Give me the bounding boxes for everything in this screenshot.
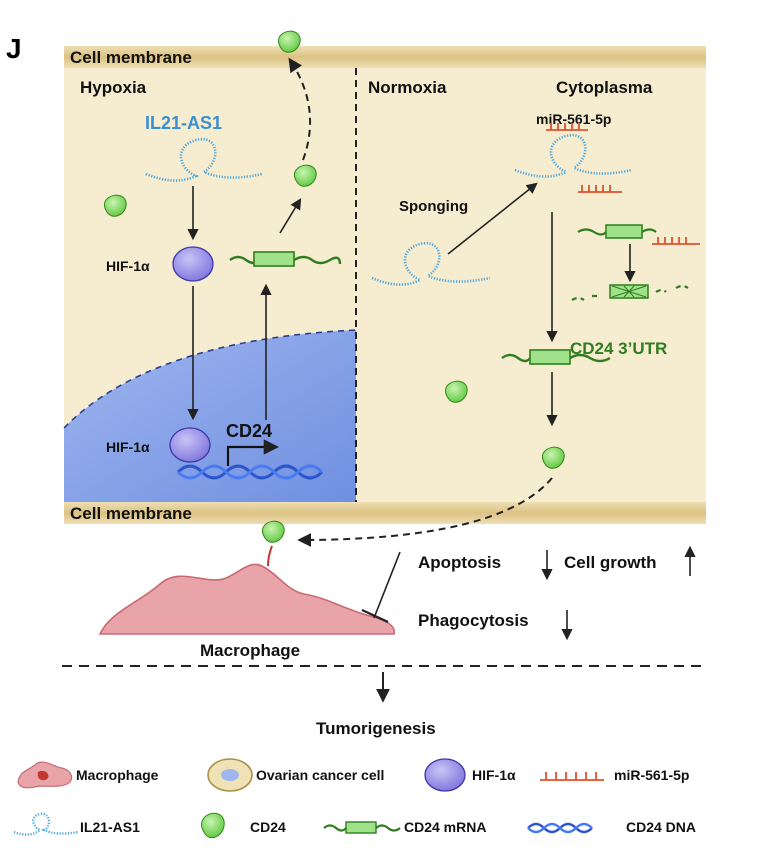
cell-growth-label: Cell growth	[564, 553, 657, 572]
legend-label: Ovarian cancer cell	[256, 767, 384, 783]
arrow-cd24-to-surface	[288, 57, 312, 161]
tumorigenesis-label: Tumorigenesis	[316, 719, 436, 738]
macrophage-icon-nucleus	[37, 770, 49, 781]
membrane-bottom-label: Cell membrane	[70, 504, 192, 523]
cd24-dna-icon	[527, 822, 593, 834]
cd24-mrna-normoxia	[501, 349, 611, 365]
phagocytosis-label: Phagocytosis	[418, 611, 529, 630]
cd24-dna	[176, 464, 324, 480]
nucleus	[64, 330, 356, 504]
hif-1a-cytoplasm	[172, 246, 214, 282]
mirna-561-5p-top	[546, 123, 588, 131]
hif-icon	[424, 758, 466, 792]
cd24-icon	[201, 812, 225, 839]
macrophage-receptor	[267, 545, 273, 567]
nuclear-envelope	[63, 329, 357, 429]
mirna-icon	[540, 772, 604, 781]
cd24-surface-bound	[262, 520, 285, 543]
legend-label: CD24	[250, 819, 286, 835]
apoptosis-label: Apoptosis	[418, 553, 501, 572]
legend-label: Macrophage	[76, 767, 159, 783]
sponging-label: Sponging	[399, 198, 468, 215]
membrane-top-label: Cell membrane	[70, 48, 192, 67]
normoxia-title: Normoxia	[368, 78, 447, 97]
panel-label: J	[6, 33, 22, 64]
legend-label: CD24 mRNA	[404, 819, 486, 835]
cd24-protein	[104, 194, 127, 217]
arrow-cd24-to-macrophage	[297, 477, 553, 547]
legend-label: HIF-1α	[472, 767, 516, 783]
inhibition-line	[373, 551, 401, 619]
hif-label-bottom: HIF-1α	[106, 439, 150, 455]
legend: Macrophage Ovarian cancer cell HIF-1α mi…	[13, 758, 696, 839]
cd24-mrna-degraded	[571, 284, 689, 301]
cd24-protein	[542, 446, 565, 469]
mirna-label: miR-561-5p	[536, 111, 611, 127]
il21-as1-lncrna-sponged	[514, 133, 633, 178]
mirna-561-5p-bottom	[578, 185, 622, 193]
inhibition-bar	[361, 609, 389, 623]
legend-label: CD24 DNA	[626, 819, 696, 835]
macrophage-label: Macrophage	[200, 641, 300, 660]
il21-as1-lncrna-free	[371, 241, 491, 286]
il21-as1-lncrna	[145, 137, 263, 182]
membrane-top	[64, 46, 706, 68]
ovarian-cell-nucleus	[221, 769, 239, 781]
cd24-surface-protein	[278, 30, 301, 53]
hif-1a-nucleus	[169, 427, 211, 463]
il21-as1-label: IL21-AS1	[145, 113, 222, 133]
cd24-protein	[294, 164, 317, 187]
il21-as1-icon	[13, 812, 79, 836]
hypoxia-title: Hypoxia	[80, 78, 147, 97]
legend-label: IL21-AS1	[80, 819, 140, 835]
cd24-mrna-hypoxia	[229, 251, 342, 267]
legend-label: miR-561-5p	[614, 767, 689, 783]
cd24-gene-label: CD24	[226, 421, 272, 441]
arrow-mrna-to-cd24	[279, 198, 302, 234]
transcription-start-arrow	[226, 439, 280, 466]
cd24-utr-label: CD24 3’UTR	[570, 339, 667, 358]
cytoplasma-label: Cytoplasma	[556, 78, 653, 97]
membrane-bottom	[64, 502, 706, 524]
macrophage-cell	[98, 563, 395, 635]
cd24-mrna-bound	[577, 224, 700, 245]
hif-label-top: HIF-1α	[106, 258, 150, 274]
arrow-sponging	[447, 182, 538, 255]
cd24-protein	[445, 380, 468, 403]
cd24-mrna-icon	[323, 821, 401, 834]
